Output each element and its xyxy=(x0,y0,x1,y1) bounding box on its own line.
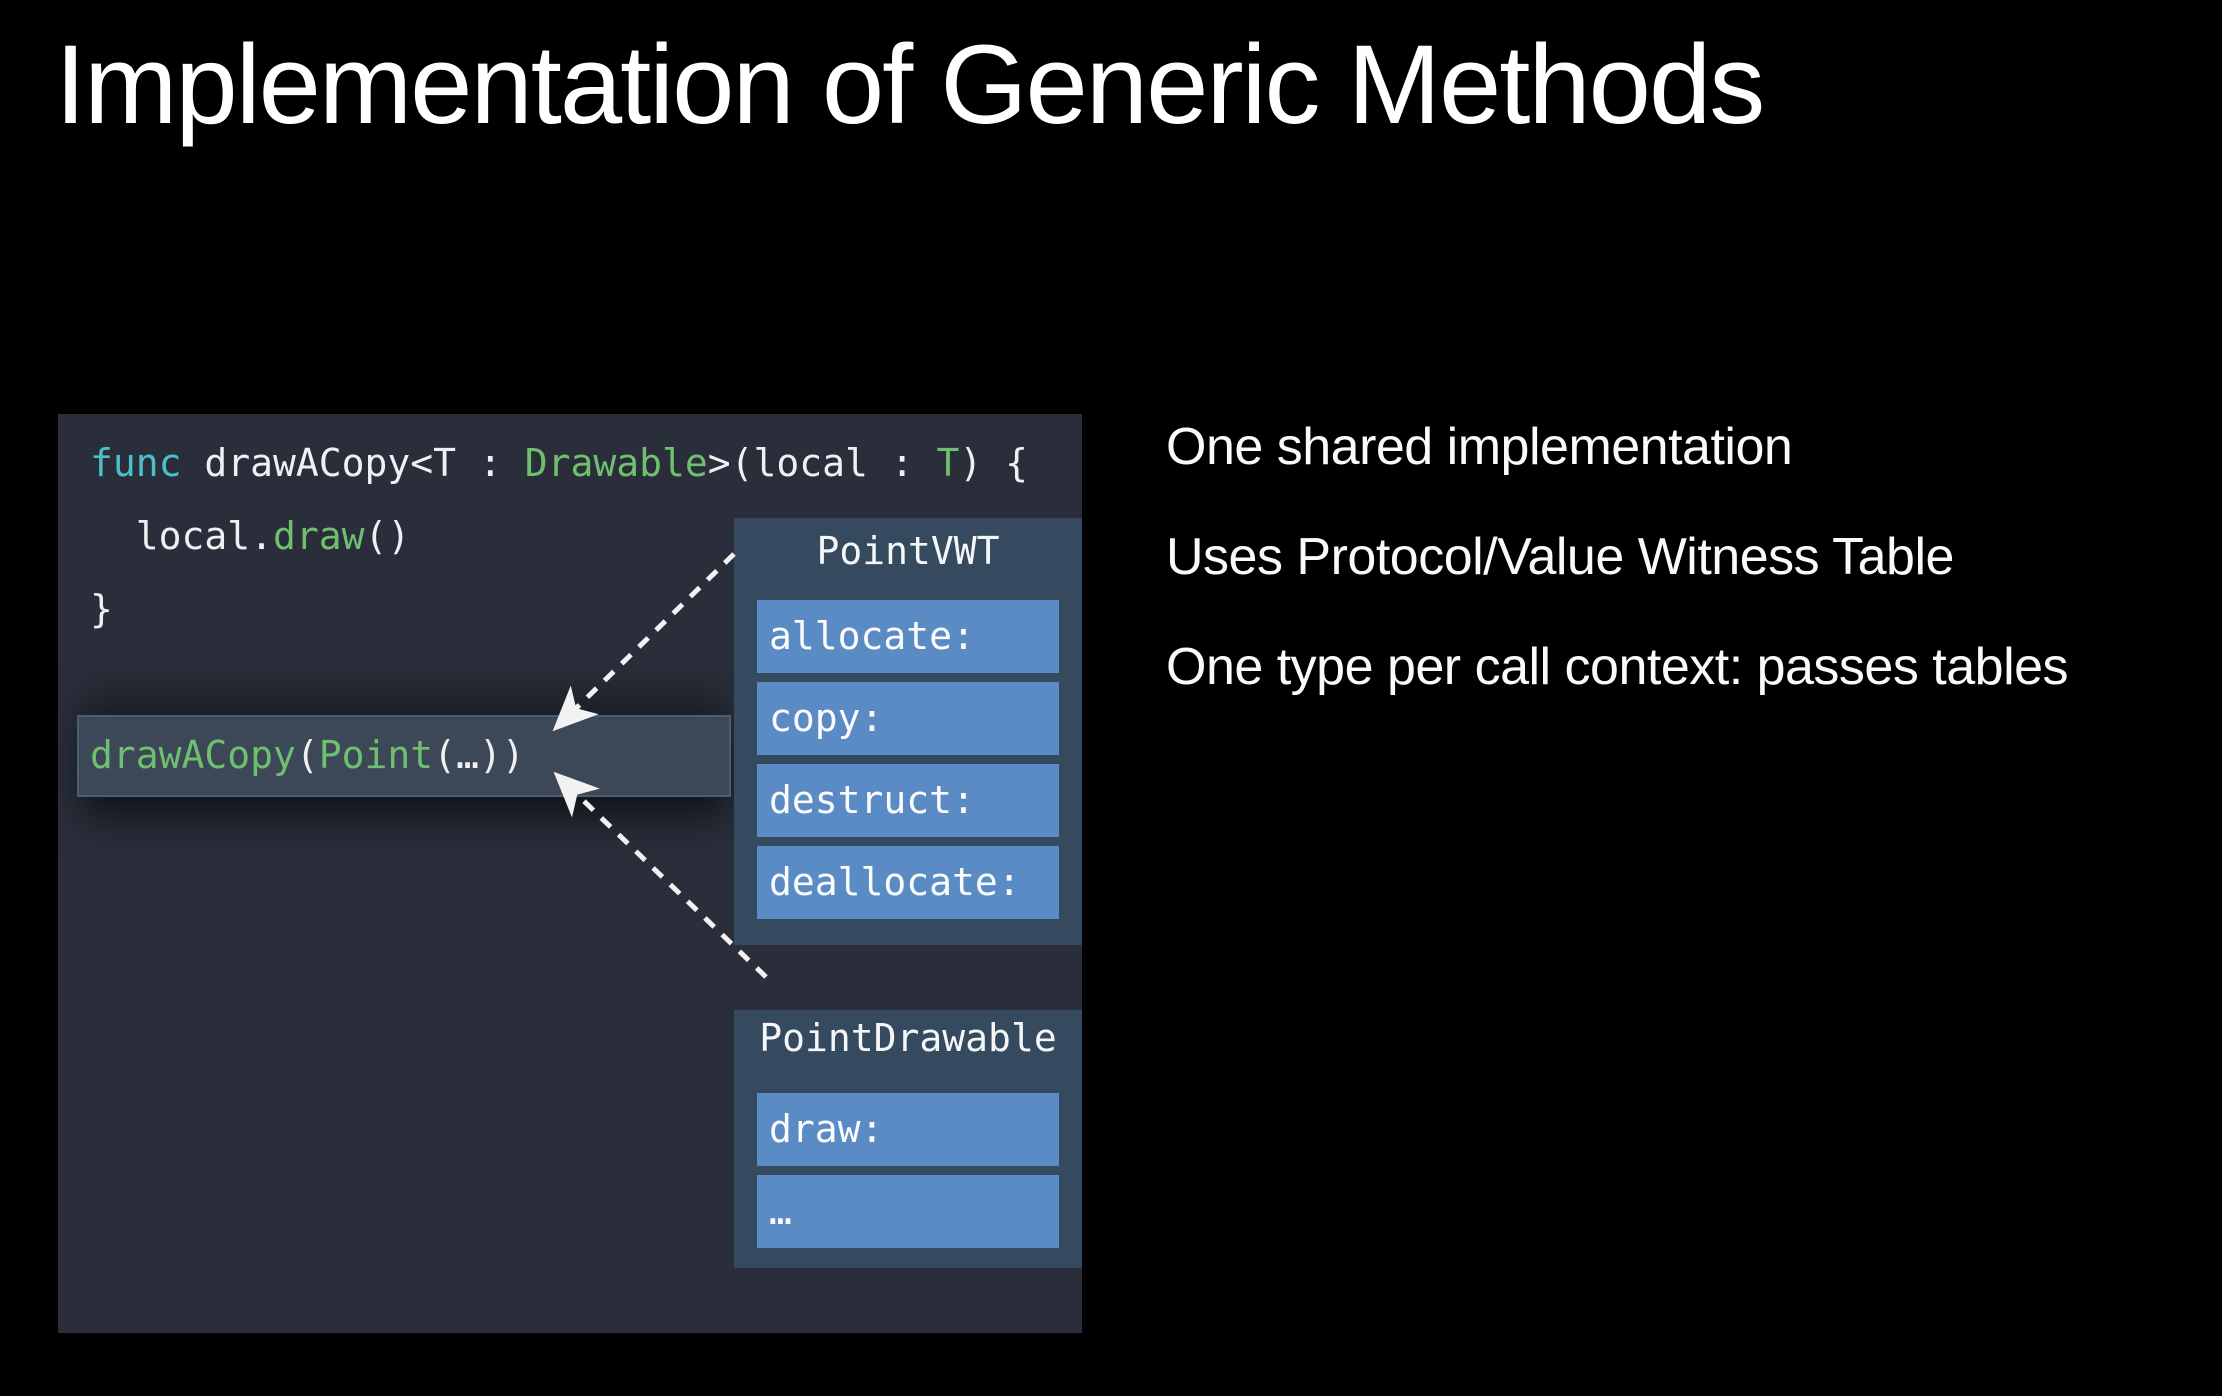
code-text: (…)) xyxy=(433,733,525,777)
method-draw: draw xyxy=(273,514,365,558)
table-row-deallocate: deallocate: xyxy=(757,846,1059,919)
code-text: } xyxy=(90,587,113,631)
code-text: ) { xyxy=(959,441,1029,485)
code-text: drawACopy<T : xyxy=(181,441,525,485)
page-title: Implementation of Generic Methods xyxy=(55,22,1765,147)
call-drawacopy: drawACopy xyxy=(90,733,296,777)
code-snippet: func drawACopy<T : Drawable>(local : T) … xyxy=(90,427,1028,646)
code-text: () xyxy=(364,514,411,558)
type-drawable: Drawable xyxy=(524,441,708,485)
code-panel: func drawACopy<T : Drawable>(local : T) … xyxy=(58,414,1082,1333)
code-line-3: } xyxy=(90,587,113,631)
code-text: local. xyxy=(90,514,274,558)
bullet-shared-implementation: One shared implementation xyxy=(1166,418,1793,476)
table-row-allocate: allocate: xyxy=(757,600,1059,673)
pointvwt-table-title: PointVWT xyxy=(816,529,1000,573)
table-row-copy: copy: xyxy=(757,682,1059,755)
code-text: ( xyxy=(295,733,319,777)
code-line-2: local.draw() xyxy=(90,514,411,558)
call-point: Point xyxy=(318,733,434,777)
table-row-draw: draw: xyxy=(757,1093,1059,1166)
table-row-ellipsis: … xyxy=(757,1175,1059,1248)
code-text: >(local : xyxy=(707,441,937,485)
bullet-list: One shared implementation Uses Protocol/… xyxy=(1166,392,2069,722)
bullet-call-context: One type per call context: passes tables xyxy=(1166,638,2069,696)
bullet-witness-table: Uses Protocol/Value Witness Table xyxy=(1166,528,1954,586)
keyword-func: func xyxy=(90,441,182,485)
code-line-1: func drawACopy<T : Drawable>(local : T) … xyxy=(90,441,1028,631)
pointdrawable-table-title: PointDrawable xyxy=(759,1016,1057,1060)
pointdrawable-table: PointDrawable draw: … xyxy=(734,1010,1082,1268)
pointvwt-table: PointVWT allocate: copy: destruct: deall… xyxy=(734,518,1082,945)
type-t: T xyxy=(936,441,960,485)
pointvwt-rows: allocate: copy: destruct: deallocate: xyxy=(734,600,1082,919)
pointdrawable-rows: draw: … xyxy=(734,1093,1082,1248)
table-row-destruct: destruct: xyxy=(757,764,1059,837)
call-site-highlight: drawACopy(Point(…)) xyxy=(77,715,731,797)
